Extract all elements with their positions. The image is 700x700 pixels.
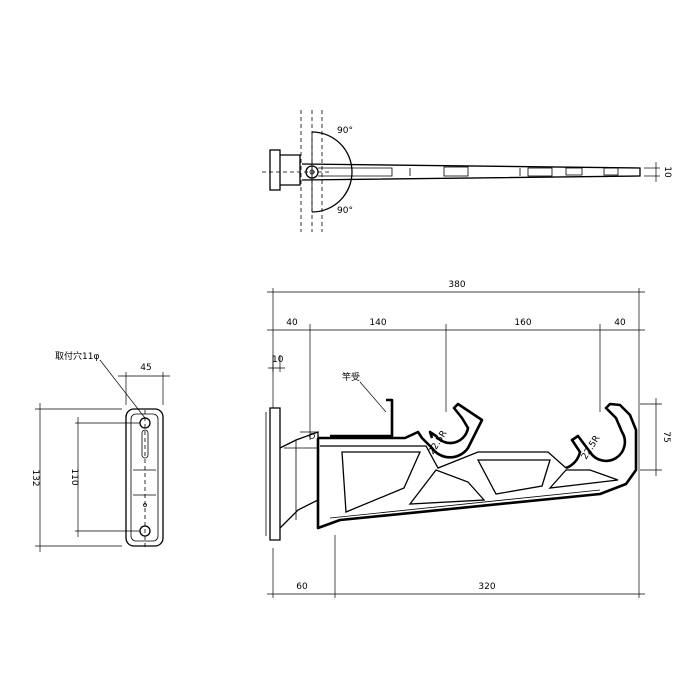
side-radius-two: 22.5R xyxy=(580,434,602,462)
top-angle-lower: 90° xyxy=(337,206,353,216)
side-view: 380 40 140 160 40 10 竿受 xyxy=(265,280,671,598)
top-angle-upper: 90° xyxy=(337,126,353,136)
side-pole-rest xyxy=(330,398,394,438)
side-truss-window xyxy=(408,469,486,505)
front-view: 45 取付穴11φ 132 110 xyxy=(30,350,170,552)
side-pole-rest-label: 竿受 xyxy=(342,371,360,383)
top-arm xyxy=(301,163,641,181)
top-base-block xyxy=(280,154,301,186)
side-hook-one xyxy=(318,402,484,459)
side-pivot-pin xyxy=(309,433,315,439)
front-plate-outer xyxy=(125,408,164,547)
side-truss-window xyxy=(548,469,619,489)
side-base-block xyxy=(279,431,319,529)
side-hook-depth: 75 xyxy=(661,431,671,442)
front-width: 45 xyxy=(140,363,151,373)
side-bottom-chord xyxy=(329,489,601,519)
top-arm-slot xyxy=(318,167,393,177)
side-truss-window xyxy=(341,451,422,513)
top-view: 10 90° 90° xyxy=(262,110,672,232)
top-tip-width: 10 xyxy=(662,166,672,178)
side-top-chord xyxy=(320,445,567,469)
side-seg-second: 140 xyxy=(369,318,386,328)
side-arm-length: 320 xyxy=(478,582,495,592)
front-height: 132 xyxy=(30,469,40,486)
top-arm-window xyxy=(565,167,583,176)
side-lip-height: 10 xyxy=(272,355,284,365)
hole-leader xyxy=(99,359,146,419)
front-hole-label: 取付穴11φ xyxy=(55,350,99,362)
top-arm-window xyxy=(527,167,553,177)
front-plate-inner xyxy=(130,413,159,542)
side-seg-first: 40 xyxy=(286,318,298,328)
pole-rest-leader xyxy=(359,381,387,413)
side-truss-window xyxy=(476,459,551,495)
side-arm-body xyxy=(316,402,638,530)
front-slot xyxy=(141,429,149,459)
front-hole-pitch: 110 xyxy=(69,468,79,485)
side-base-length: 60 xyxy=(296,582,308,592)
top-arm-window xyxy=(603,167,619,176)
top-arm-window xyxy=(443,166,469,177)
top-wall-plate xyxy=(269,149,281,191)
side-overall-length: 380 xyxy=(448,280,465,290)
side-seg-third: 160 xyxy=(514,318,531,328)
top-swing-arc xyxy=(311,131,353,213)
side-seg-fourth: 40 xyxy=(614,318,626,328)
side-wall-plate xyxy=(269,407,281,541)
